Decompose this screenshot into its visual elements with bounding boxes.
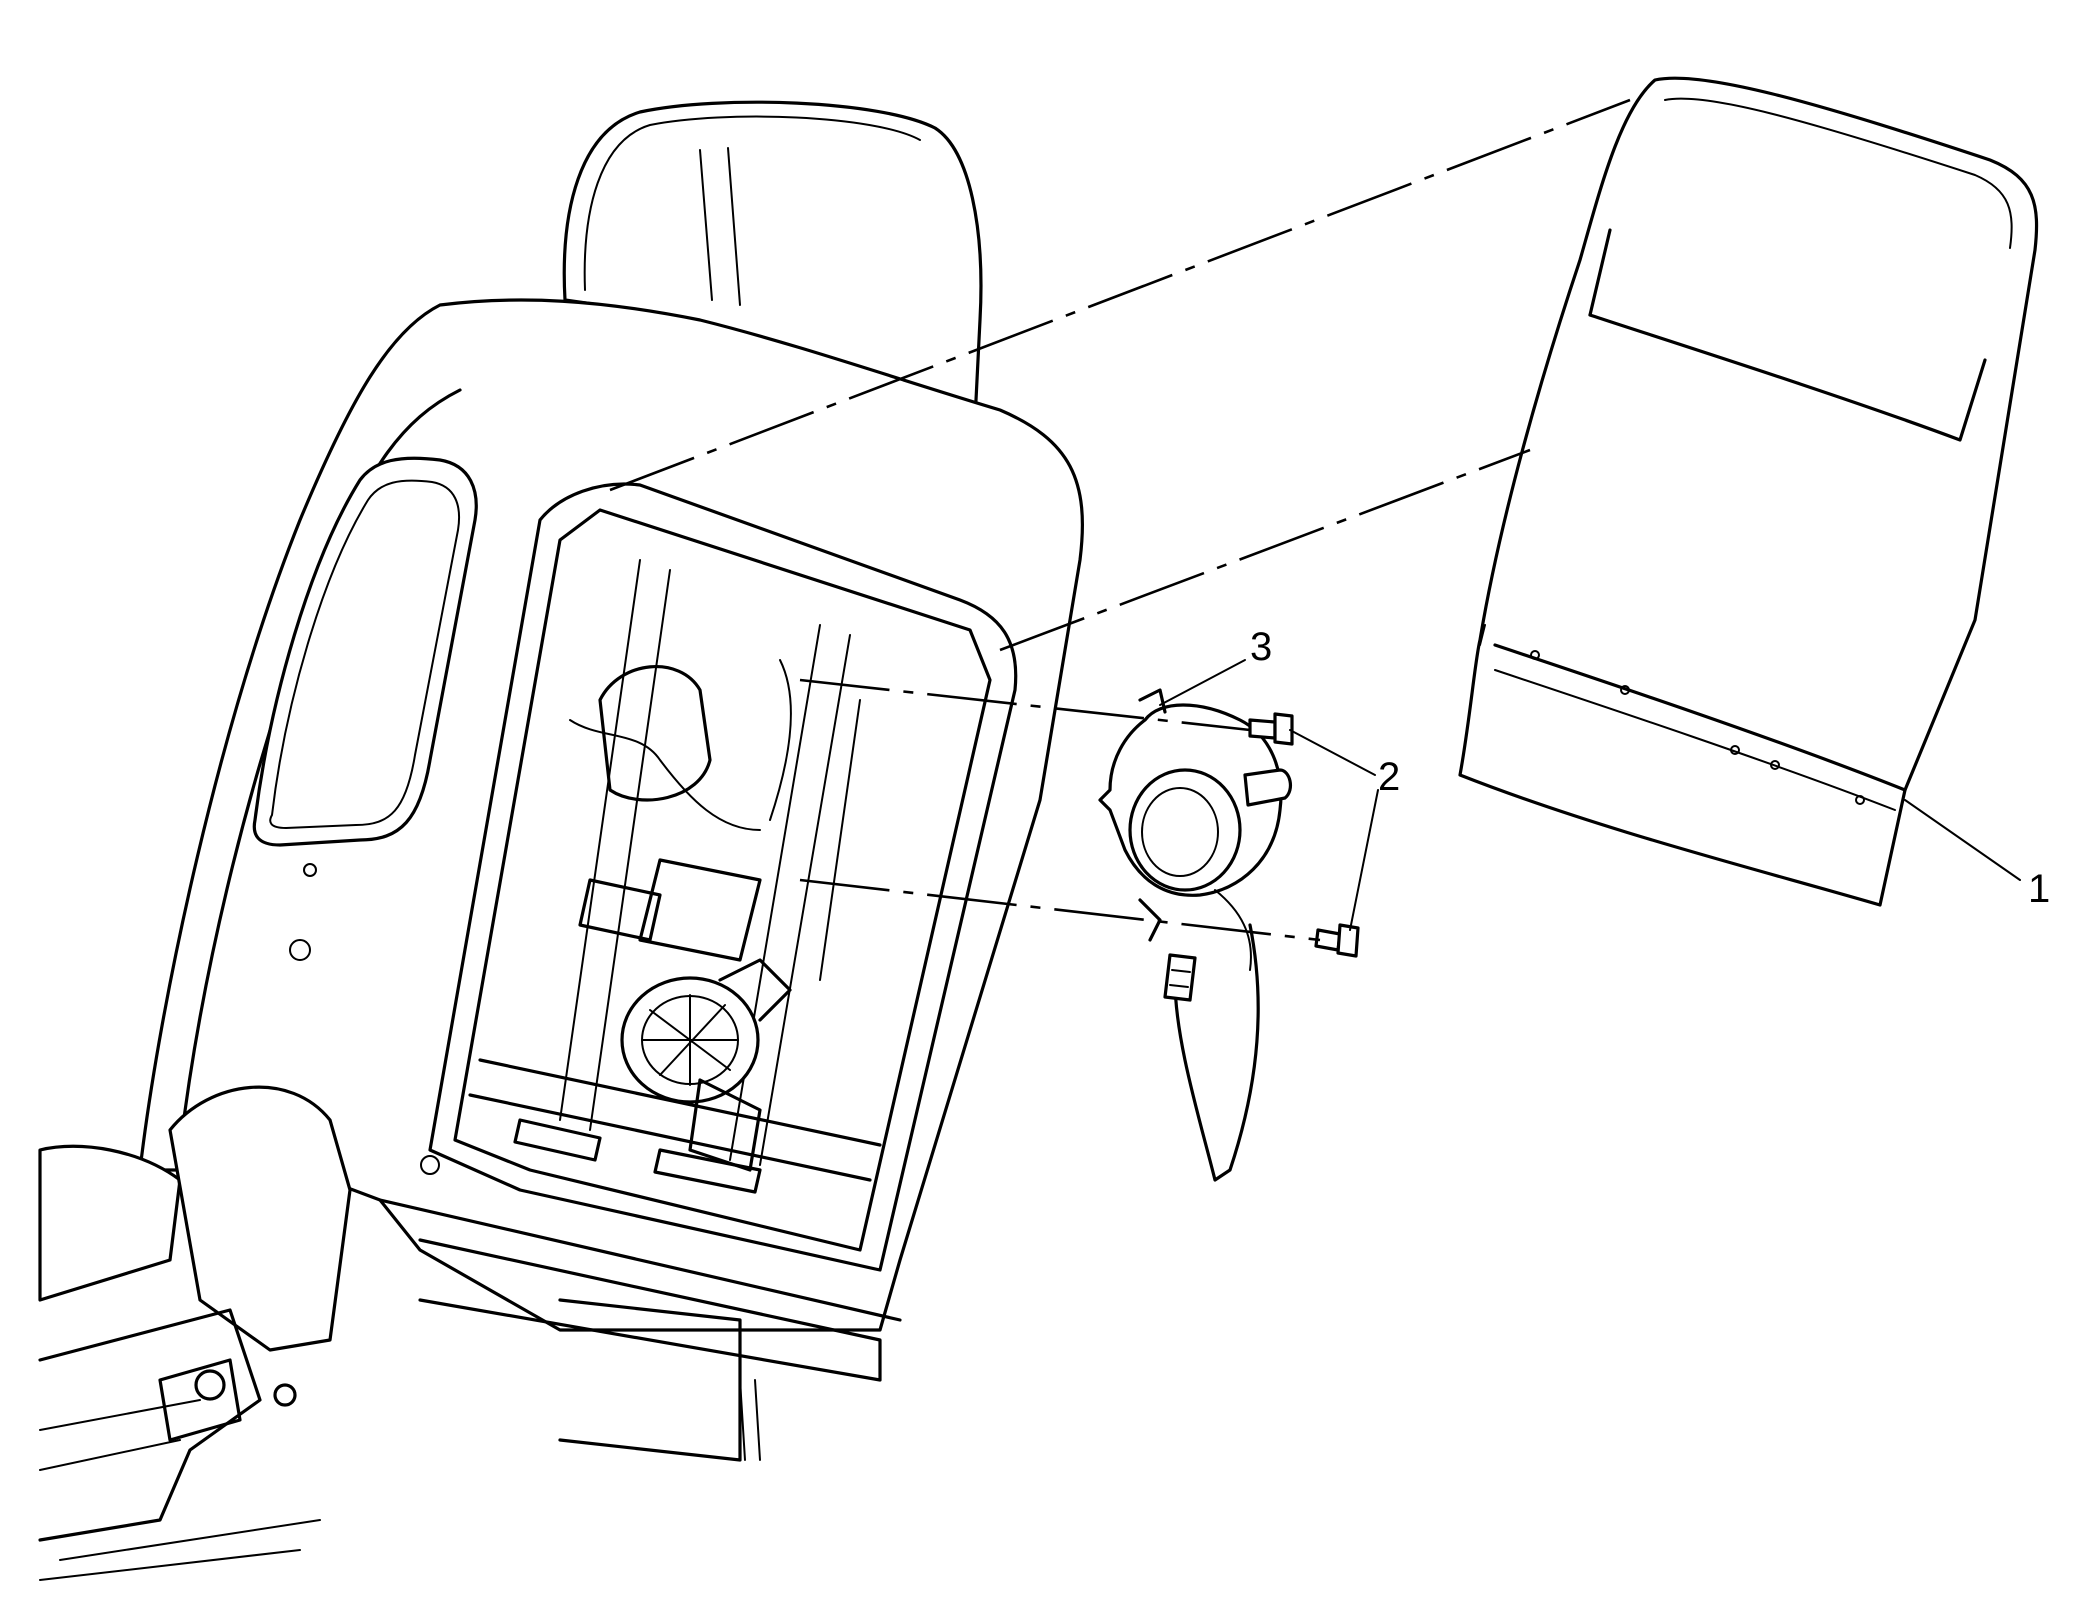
callout-2: 2 xyxy=(1378,755,1400,799)
assembly-lines xyxy=(609,98,1631,942)
lumbar-motor xyxy=(620,958,792,1172)
bolt-upper xyxy=(1248,712,1294,746)
callout-1: 1 xyxy=(2028,867,2050,911)
bolt-lower xyxy=(1314,923,1360,958)
seat-back-panel xyxy=(1458,76,2039,907)
callout-3: 3 xyxy=(1250,625,1272,669)
leader-lines xyxy=(1159,659,2021,931)
seat-blower-motor xyxy=(1098,688,1293,1182)
seat-back-frame xyxy=(138,298,1084,1462)
fastener-bolts xyxy=(1248,712,1360,958)
seat-cushion-and-recliner xyxy=(38,1085,352,1581)
